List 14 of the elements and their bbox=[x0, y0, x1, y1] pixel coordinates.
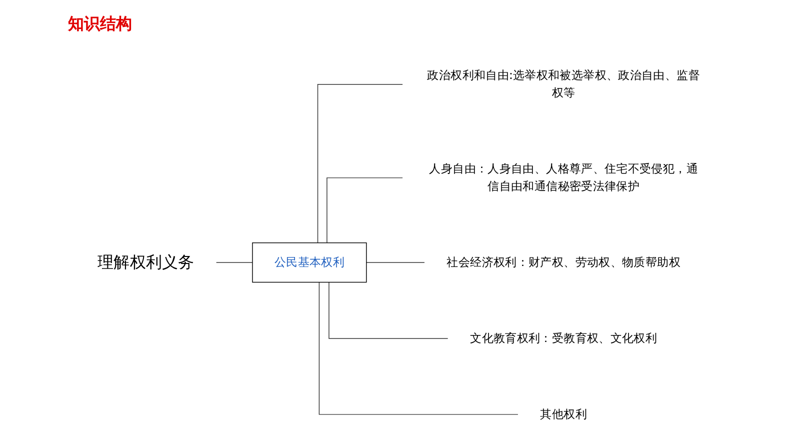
node-text: 社会经济权利：财产权、劳动权、物质帮助权 bbox=[446, 255, 680, 270]
connector bbox=[328, 282, 449, 339]
node-box: 公民基本权利 bbox=[252, 242, 367, 283]
connector bbox=[318, 282, 519, 415]
node-text: 人身自由：人身自由、人格尊严、住宅不受侵犯，通信自由和通信秘密受法律保护 bbox=[429, 162, 698, 194]
node-text: 政治权利和自由:选举权和被选举权、政治自由、监督权等 bbox=[427, 68, 700, 100]
connector bbox=[326, 177, 404, 244]
node-text: 文化教育权利：受教育权、文化权利 bbox=[470, 331, 658, 346]
node-text: 其他权利 bbox=[540, 407, 587, 422]
connector bbox=[366, 262, 426, 263]
node-text: 理解权利义务 bbox=[98, 253, 194, 272]
connector bbox=[216, 262, 253, 263]
heading: 知识结构 bbox=[68, 14, 132, 35]
connector bbox=[317, 84, 404, 244]
